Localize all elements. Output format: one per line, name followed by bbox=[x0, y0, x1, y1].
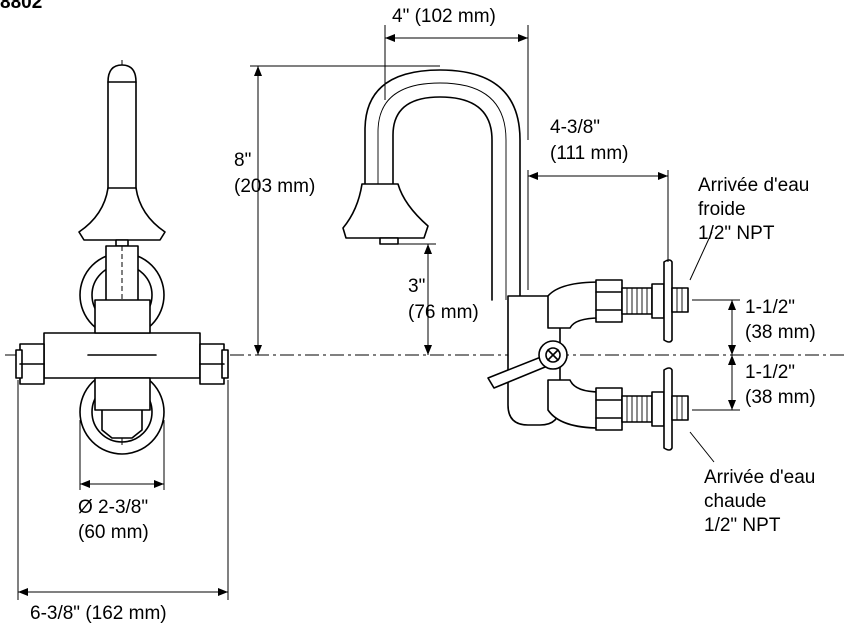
cold-inlet-label-2: froide bbox=[698, 199, 746, 220]
overall-width-dimension: 6-3/8" (162 mm) bbox=[30, 603, 167, 624]
flange-diameter-in: Ø 2-3/8" bbox=[78, 497, 149, 518]
lower-inlet-offset-in: 1-1/2" bbox=[745, 362, 796, 383]
hot-inlet-label-3: 1/2" NPT bbox=[704, 515, 781, 536]
cold-inlet-label-1: Arrivée d'eau bbox=[698, 175, 810, 196]
spout-to-inlet-dimension-mm: (111 mm) bbox=[550, 143, 629, 164]
outlet-height-dimension-mm: (76 mm) bbox=[408, 302, 479, 323]
lower-inlet-offset-mm: (38 mm) bbox=[745, 387, 816, 408]
cold-inlet-label-3: 1/2" NPT bbox=[698, 223, 775, 244]
upper-inlet-offset-mm: (38 mm) bbox=[745, 322, 816, 343]
hot-inlet-label-1: Arrivée d'eau bbox=[704, 467, 816, 488]
spout-reach-dimension: 4" (102 mm) bbox=[392, 6, 496, 27]
hot-inlet-label-2: chaude bbox=[704, 491, 767, 512]
outlet-height-dimension-in: 3" bbox=[408, 276, 426, 297]
height-dimension-mm: (203 mm) bbox=[234, 176, 316, 197]
spout-to-inlet-dimension-in: 4-3/8" bbox=[550, 117, 601, 138]
side-view bbox=[250, 25, 740, 463]
front-view bbox=[5, 60, 845, 600]
model-number: K-8802 bbox=[0, 0, 43, 13]
height-dimension-in: 8" bbox=[234, 150, 252, 171]
flange-diameter-mm: (60 mm) bbox=[78, 522, 149, 543]
upper-inlet-offset-in: 1-1/2" bbox=[745, 297, 796, 318]
